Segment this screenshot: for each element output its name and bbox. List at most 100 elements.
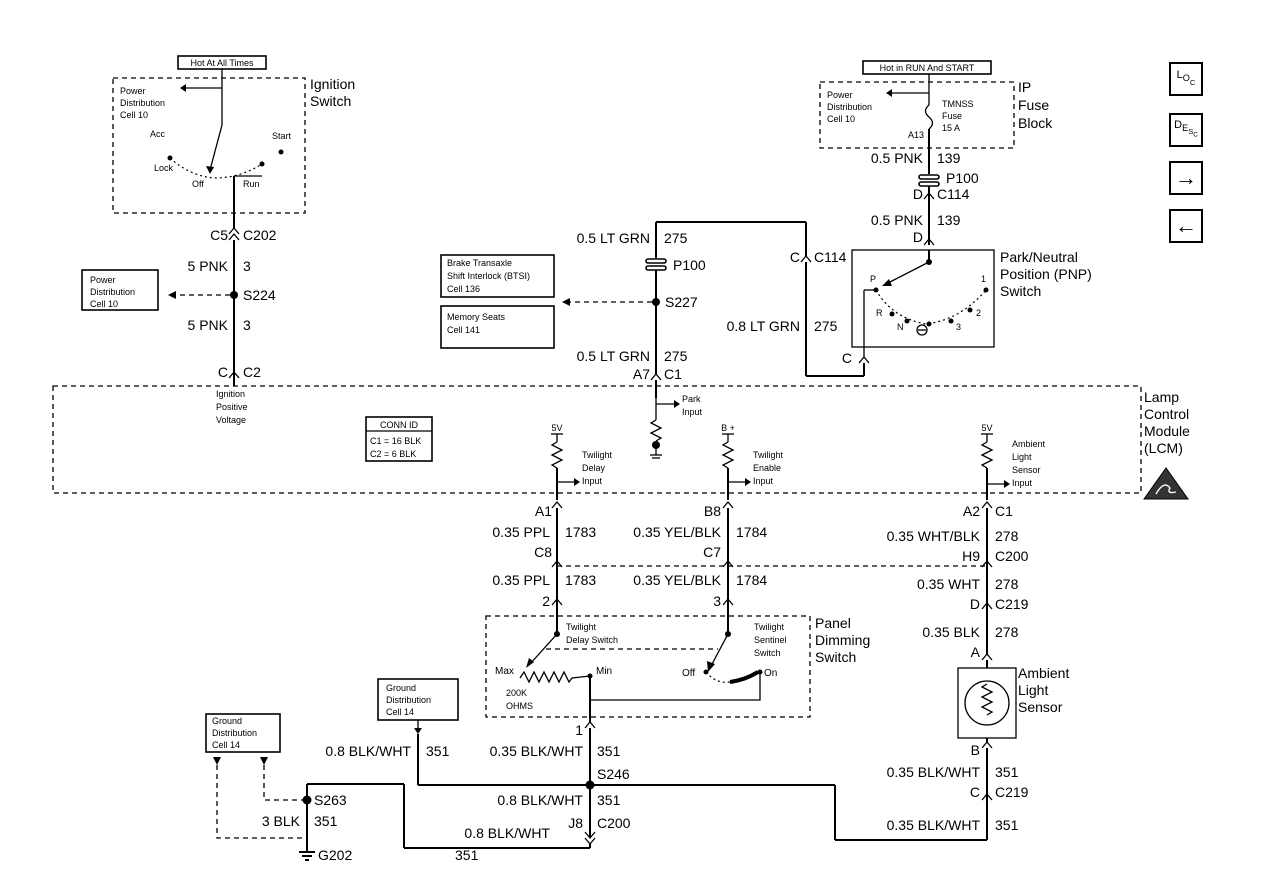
circuit-278-2: 278 xyxy=(995,576,1019,592)
panel-dimming-switch-group: Panel Dimming Switch Twilight Delay Swit… xyxy=(485,605,870,738)
sensor-title-2: Light xyxy=(1018,682,1048,698)
previous-page-button[interactable]: ← xyxy=(1169,209,1203,243)
ignition-switch-group: Hot At All Times Ignition Switch Power D… xyxy=(112,55,355,214)
loc-letter-o: O xyxy=(1182,73,1190,84)
a7-label: A7 xyxy=(633,366,650,382)
desc-letter-c: C xyxy=(1193,131,1198,139)
pnp-title-2: Position (PNP) xyxy=(1000,266,1092,282)
c219-lower-label: C219 xyxy=(995,784,1029,800)
gd1-label-3: Cell 14 xyxy=(386,707,414,717)
ground-distribution-box-1 xyxy=(377,678,459,721)
circuit-351-2: 351 xyxy=(597,743,621,759)
al-input-label-3: Sensor xyxy=(1012,465,1041,475)
wire-08blkwht-2: 0.8 BLK/WHT xyxy=(497,792,583,808)
esd-warning-icon xyxy=(1143,467,1189,500)
sensor-box xyxy=(957,667,1017,739)
td-input-label-2: Delay xyxy=(582,463,606,473)
desc-icon: DESC xyxy=(1174,118,1198,141)
c5-label: C5 xyxy=(210,227,228,243)
ambient-light-sensor-group: Ambient Light Sensor B 0.35 BLK/WHT 351 … xyxy=(590,660,1069,841)
desc-letter-s: S xyxy=(1188,126,1194,136)
gd2-label-3: Cell 14 xyxy=(212,740,240,750)
wire-05pnk-1: 0.5 PNK xyxy=(871,150,924,166)
power-distribution-box-left xyxy=(81,269,159,311)
te-input-label-1: Twilight xyxy=(753,450,784,460)
lcm-ign-label-2: Positive xyxy=(216,402,248,412)
td-input-label-3: Input xyxy=(582,476,603,486)
circuit-351-sensor-2: 351 xyxy=(995,817,1019,833)
memory-seats-label-1: Memory Seats xyxy=(447,312,506,322)
lamp-control-module-group: Lamp Control Module (LCM) Ignition Posit… xyxy=(52,385,1190,500)
ground-g202-icon xyxy=(299,851,315,861)
panel-title-2: Dimming xyxy=(815,632,870,648)
ign-pd-label-2: Distribution xyxy=(120,98,165,108)
a-label-sensor: A xyxy=(971,644,981,660)
desc-letter-d: D xyxy=(1174,118,1183,131)
memory-seats-box xyxy=(440,305,555,349)
left-pd-label-1: Power xyxy=(90,275,116,285)
conn-id-c1: C1 = 16 BLK xyxy=(370,436,421,446)
c219-upper-label: C219 xyxy=(995,596,1029,612)
c2-label: C2 xyxy=(243,364,261,380)
wire-5pnk-1: 5 PNK xyxy=(188,258,229,274)
circuit-1784-2: 1784 xyxy=(736,572,767,588)
c-label-c114: C xyxy=(790,249,800,265)
c1-lower-label: C1 xyxy=(995,503,1013,519)
tds-label-2: Delay Switch xyxy=(566,635,618,645)
ohms-label-2: OHMS xyxy=(506,701,533,711)
d-label-pnp: D xyxy=(913,229,923,245)
al-input-label-1: Ambient xyxy=(1012,439,1046,449)
splice-s263: S263 xyxy=(314,792,347,808)
circuit-351-1: 351 xyxy=(426,743,450,759)
loc-icon: LOC xyxy=(1177,70,1196,87)
al-5v-label: 5V xyxy=(981,423,992,433)
arrow-right-icon: → xyxy=(1175,165,1197,190)
c-label-c219: C xyxy=(970,784,980,800)
ignition-switch-title-2: Switch xyxy=(310,93,351,109)
gd1-label-2: Distribution xyxy=(386,695,431,705)
tmnss-label-1: TMNSS xyxy=(942,99,974,109)
lower-wire-chains: A1 B8 A2 C1 0.35 PPL 1783 0.35 YEL/BLK 1… xyxy=(492,500,1029,661)
circuit-3-1: 3 xyxy=(243,258,251,274)
td-5v-label: 5V xyxy=(551,423,562,433)
conn-id-c2: C2 = 6 BLK xyxy=(370,449,416,459)
hot-in-run-start-box xyxy=(862,60,992,75)
c114-left-label: C114 xyxy=(814,249,847,265)
splice-s227: S227 xyxy=(665,294,698,310)
a2-label: A2 xyxy=(963,503,980,519)
wire-5pnk-2: 5 PNK xyxy=(188,317,229,333)
panel-max-label: Max xyxy=(495,666,514,677)
wire-035whtblk: 0.35 WHT/BLK xyxy=(887,528,981,544)
pin-3-label: 3 xyxy=(713,593,721,609)
lcm-title-3: Module xyxy=(1144,423,1190,439)
btsi-label-1: Brake Transaxle xyxy=(447,258,512,268)
sensor-title-1: Ambient xyxy=(1018,665,1069,681)
tmnss-label-2: Fuse xyxy=(942,111,962,121)
description-button[interactable]: DESC xyxy=(1169,113,1203,147)
ground-section-group: Ground Distribution Cell 14 0.8 BLK/WHT … xyxy=(205,678,631,863)
park-input-label-1: Park xyxy=(682,394,701,404)
photocell-icon xyxy=(964,680,1010,726)
te-input-label-2: Enable xyxy=(753,463,781,473)
ip-pd-label-2: Distribution xyxy=(827,102,872,112)
loc-letter-l: L xyxy=(1176,69,1183,82)
memory-seats-label-2: Cell 141 xyxy=(447,325,480,335)
ign-lock-label: Lock xyxy=(154,163,174,173)
location-button[interactable]: LOC xyxy=(1169,62,1203,96)
tss-label-3: Switch xyxy=(754,648,781,658)
ip-fuse-title-2: Fuse xyxy=(1018,97,1049,113)
wire-08ltgrn: 0.8 LT GRN xyxy=(727,318,800,334)
next-page-button[interactable]: → xyxy=(1169,161,1203,195)
wire-035ppl-2: 0.35 PPL xyxy=(492,572,550,588)
sensor-title-3: Sensor xyxy=(1018,699,1063,715)
al-input-label-2: Light xyxy=(1012,452,1032,462)
left-pd-label-2: Distribution xyxy=(90,287,135,297)
ign-off-label: Off xyxy=(192,179,204,189)
circuit-351-sensor-1: 351 xyxy=(995,764,1019,780)
wire-035ppl-1: 0.35 PPL xyxy=(492,524,550,540)
wire-05pnk-2: 0.5 PNK xyxy=(871,212,924,228)
ip-fuse-block-group: Hot in RUN And START IP Fuse Block Power… xyxy=(819,60,1053,246)
td-input-label-1: Twilight xyxy=(582,450,613,460)
wire-035yelblk-2: 0.35 YEL/BLK xyxy=(633,572,721,588)
